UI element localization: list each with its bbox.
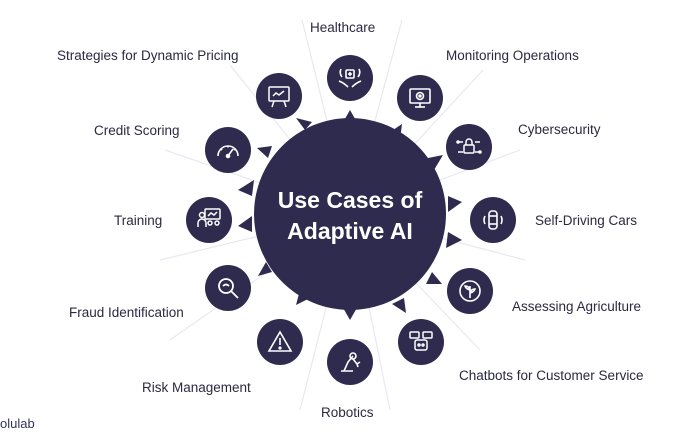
hub-circle [254, 118, 446, 310]
node-credit-scoring [205, 127, 251, 173]
label-self-driving-cars: Self-Driving Cars [535, 213, 638, 228]
label-cybersecurity: Cybersecurity [518, 122, 601, 137]
healthcare-hands-icon [338, 68, 362, 88]
node-risk-management [257, 319, 303, 365]
node-self-driving-cars [470, 197, 516, 243]
label-dynamic-pricing: Strategies for Dynamic Pricing [57, 48, 239, 63]
robotic-arm-icon [341, 352, 361, 372]
node-monitoring-operations [397, 75, 443, 121]
center-title-line2: Adaptive AI [287, 218, 413, 244]
label-chatbots: Chatbots for Customer Service [459, 368, 644, 383]
brand-logo-text: olulab [0, 416, 35, 431]
node-fraud-identification [205, 265, 251, 311]
label-fraud-identification: Fraud Identification [69, 305, 184, 320]
gauge-icon [217, 145, 239, 159]
label-assessing-agriculture: Assessing Agriculture [512, 299, 642, 314]
node-dynamic-pricing [256, 73, 302, 119]
node-cybersecurity [446, 124, 492, 170]
car-signal-icon [483, 210, 503, 230]
center-title: Use Cases of Adaptive AI [240, 185, 460, 247]
label-monitoring-operations: Monitoring Operations [446, 48, 579, 63]
chatbot-icon [409, 331, 433, 351]
center-title-line1: Use Cases of [277, 187, 423, 213]
node-chatbots [398, 319, 444, 365]
warning-icon [267, 330, 293, 352]
label-training: Training [114, 213, 163, 228]
node-assessing-agriculture [447, 268, 493, 314]
leaf-icon [459, 280, 481, 302]
label-robotics: Robotics [321, 405, 374, 420]
monitor-gear-icon [409, 88, 431, 108]
node-robotics [327, 339, 373, 385]
circuit-lock-icon [456, 138, 482, 154]
presentation-board-icon [197, 208, 221, 227]
node-training [186, 197, 232, 243]
node-healthcare [327, 55, 373, 101]
pricing-board-icon [268, 86, 290, 108]
label-healthcare: Healthcare [310, 20, 376, 35]
label-credit-scoring: Credit Scoring [94, 123, 180, 138]
label-risk-management: Risk Management [142, 380, 251, 395]
magnifier-icon [218, 278, 239, 299]
